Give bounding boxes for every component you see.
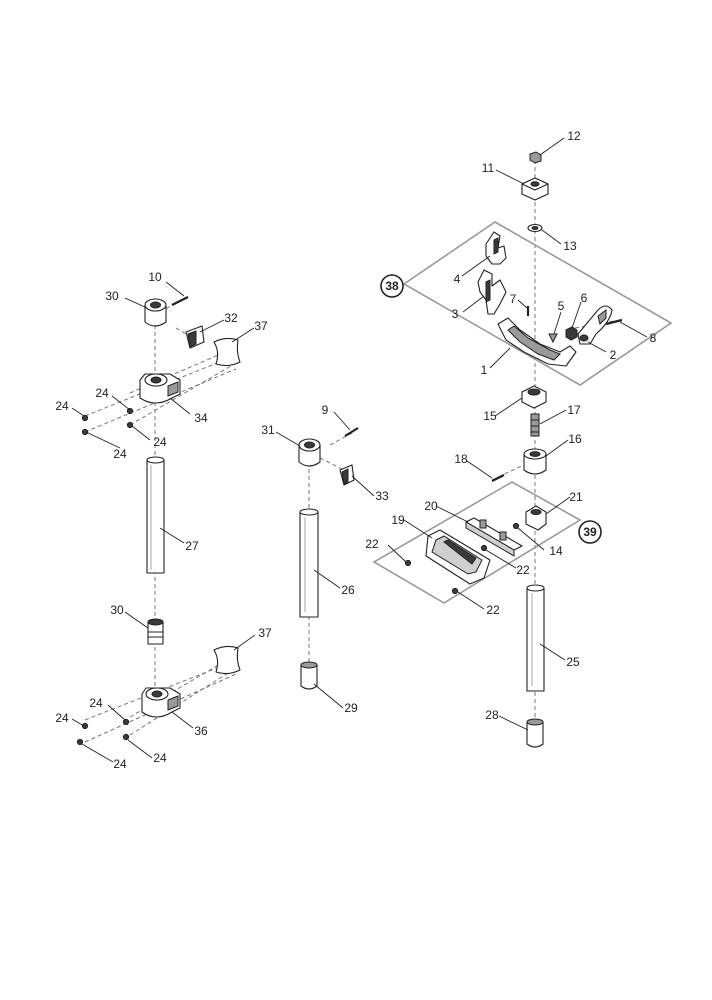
- label-29: 29: [344, 701, 358, 715]
- part-24-screws-upper: [81, 407, 134, 436]
- label-37-upper: 37: [254, 319, 268, 333]
- label-24-a: 24: [95, 386, 109, 400]
- part-18-pin: [491, 474, 505, 482]
- label-33: 33: [375, 489, 389, 503]
- label-13: 13: [563, 239, 577, 253]
- left-column-assembly: [76, 296, 241, 746]
- part-labels: 10 30 32 37 24 24 34 24 24 27 30 37 24 2…: [55, 129, 656, 771]
- part-5-cone: [548, 333, 558, 344]
- part-19-plate: [425, 529, 491, 585]
- right-column-assembly: [372, 151, 673, 748]
- label-36: 36: [194, 724, 208, 738]
- part-34-clip: [185, 325, 205, 349]
- part-32-collar: [144, 298, 167, 327]
- label-19: 19: [391, 513, 405, 527]
- part-25-tube: [526, 584, 545, 692]
- subassembly-38-box: [402, 221, 673, 386]
- part-15-nut: [521, 385, 547, 409]
- label-22-b: 22: [516, 563, 530, 577]
- part-28-foot: [526, 718, 544, 748]
- label-37-lower: 37: [258, 626, 272, 640]
- label-7: 7: [510, 292, 517, 306]
- part-6-nut: [565, 326, 578, 341]
- label-28: 28: [485, 708, 499, 722]
- subassembly-39-label: 39: [583, 525, 597, 539]
- leader-lines: [71, 137, 648, 763]
- label-18: 18: [454, 452, 468, 466]
- label-12: 12: [567, 129, 581, 143]
- label-15: 15: [483, 409, 497, 423]
- label-2: 2: [610, 348, 617, 362]
- part-22-screws: [404, 544, 488, 595]
- part-37-lower-plate: [213, 645, 241, 675]
- label-24-d: 24: [113, 447, 127, 461]
- label-1: 1: [481, 363, 488, 377]
- label-24-b: 24: [55, 399, 69, 413]
- part-9-pin: [344, 427, 359, 437]
- label-4: 4: [454, 272, 461, 286]
- label-27: 27: [185, 539, 199, 553]
- part-33-clip: [339, 464, 355, 486]
- label-22-a: 22: [365, 537, 379, 551]
- label-10: 10: [148, 270, 162, 284]
- label-24-f: 24: [55, 711, 69, 725]
- part-13-washer: [527, 223, 543, 233]
- label-21: 21: [569, 490, 583, 504]
- label-24-e: 24: [89, 696, 103, 710]
- part-2-lever: [577, 305, 613, 345]
- part-17-stud: [530, 413, 540, 437]
- part-26-tube: [299, 508, 319, 618]
- part-36-bracket: [141, 687, 181, 718]
- label-16: 16: [568, 432, 582, 446]
- part-4-fork: [485, 231, 507, 265]
- label-24-g: 24: [153, 751, 167, 765]
- part-27-tube: [146, 456, 165, 574]
- part-37-upper-plate: [213, 337, 241, 367]
- part-3-fork: [477, 269, 507, 315]
- subassembly-39-box: [372, 481, 582, 604]
- label-17: 17: [567, 403, 581, 417]
- label-5: 5: [558, 299, 565, 313]
- part-35-bracket: [139, 373, 181, 404]
- part-21-block: [525, 505, 547, 531]
- part-1-arm: [497, 317, 577, 367]
- label-35: 34: [194, 411, 208, 425]
- label-32: 30: [105, 289, 119, 303]
- label-11: 11: [482, 161, 495, 175]
- label-26: 26: [341, 583, 355, 597]
- part-10-pin: [171, 296, 189, 306]
- part-30-coupler: [147, 618, 164, 645]
- label-14: 14: [549, 544, 563, 558]
- label-24-h: 24: [113, 757, 127, 771]
- part-20-rail: [465, 517, 523, 557]
- label-22-c: 22: [486, 603, 500, 617]
- label-30: 30: [110, 603, 124, 617]
- label-24-c: 24: [153, 435, 167, 449]
- subassembly-callouts: 38 39: [380, 274, 602, 544]
- label-8: 8: [650, 331, 657, 345]
- part-16-sleeve: [523, 448, 547, 475]
- middle-column-assembly: [298, 427, 359, 690]
- label-25: 25: [566, 655, 580, 669]
- part-11-knob: [521, 177, 549, 201]
- label-9: 9: [322, 403, 329, 417]
- part-12-nut: [529, 151, 542, 164]
- part-8-pin: [605, 318, 623, 326]
- label-20: 20: [424, 499, 438, 513]
- label-31: 31: [261, 423, 275, 437]
- label-3: 3: [452, 307, 459, 321]
- part-14-screw: [512, 522, 520, 530]
- label-6: 6: [581, 291, 588, 305]
- part-24-screws-lower: [76, 718, 130, 746]
- part-31-collar: [298, 438, 321, 467]
- label-34: 32: [224, 311, 238, 325]
- subassembly-38-label: 38: [385, 279, 399, 293]
